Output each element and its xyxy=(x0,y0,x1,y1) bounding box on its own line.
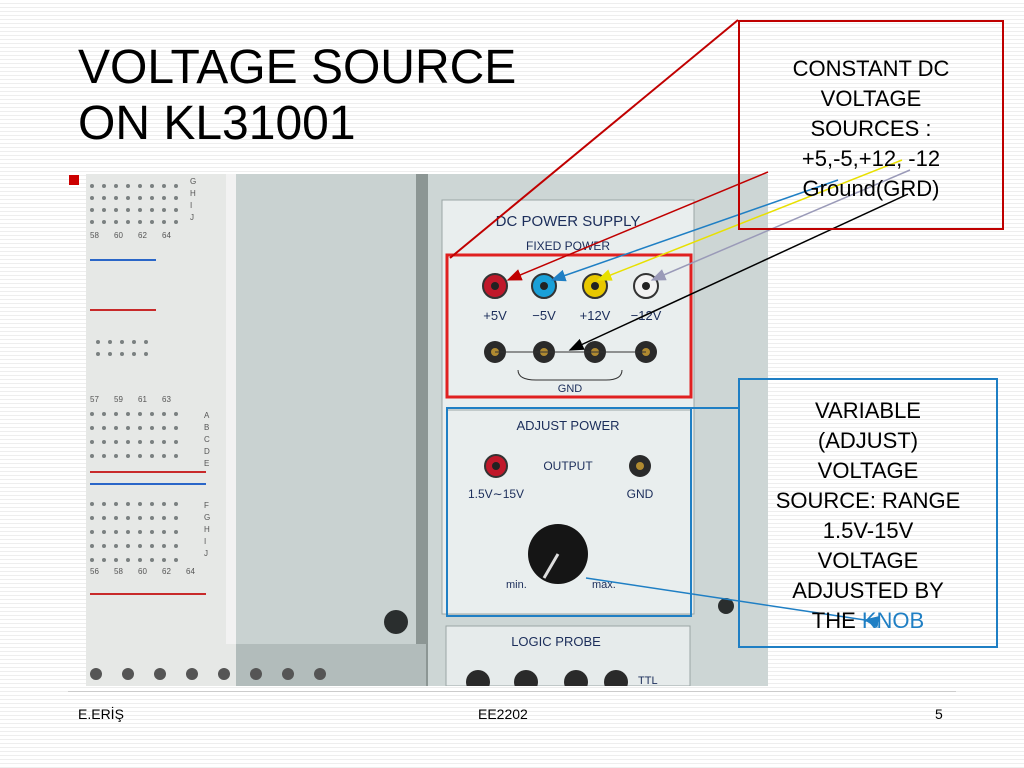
breadboard-number-58b: 58 xyxy=(114,567,123,576)
breadboard-letter-j2: J xyxy=(204,549,208,558)
adjust-gnd-label: GND xyxy=(627,487,654,501)
breadboard-number-64: 64 xyxy=(162,231,171,240)
breadboard-letter-i: I xyxy=(190,201,192,210)
breadboard-number-63: 63 xyxy=(162,395,171,404)
constant-dc-callout: CONSTANT DC VOLTAGE SOURCES : +5,-5,+12,… xyxy=(738,20,1004,230)
breadboard-number-60: 60 xyxy=(114,231,123,240)
ttl-label: TTL xyxy=(638,675,658,686)
breadboard-letter-d: D xyxy=(204,447,210,456)
callout-dc-line-4: +5,-5,+12, -12 xyxy=(801,146,941,171)
breadboard-letter-g2: G xyxy=(204,513,210,522)
callout-var-line-1: VARIABLE xyxy=(815,398,921,423)
dc-power-supply-label: DC POWER SUPPLY xyxy=(496,213,641,230)
breadboard-letter-i2: I xyxy=(204,537,206,546)
callout-var-line-7: ADJUSTED BY xyxy=(792,578,944,603)
terminal-label-minus12v: −12V xyxy=(631,308,662,323)
breadboard-number-57: 57 xyxy=(90,395,99,404)
breadboard-number-56: 56 xyxy=(90,567,99,576)
output-label: OUTPUT xyxy=(543,459,593,473)
breadboard-letter-h: H xyxy=(190,189,196,198)
callout-dc-line-2: VOLTAGE xyxy=(820,86,922,111)
terminal-label-minus5v: −5V xyxy=(532,308,556,323)
breadboard-letter-j: J xyxy=(190,213,194,222)
breadboard-letter-e: E xyxy=(204,459,209,468)
breadboard-letter-f: F xyxy=(204,501,209,510)
knob-min-label: min. xyxy=(506,579,527,591)
footer-divider xyxy=(68,691,956,692)
callout-var-line-6: VOLTAGE xyxy=(817,548,919,573)
slide-title-line-2: ON KL31001 xyxy=(78,97,356,150)
breadboard-number-62: 62 xyxy=(138,231,147,240)
callout-var-line-3: VOLTAGE xyxy=(817,458,919,483)
terminal-label-plus5v: +5V xyxy=(483,308,507,323)
breadboard-letter-c: C xyxy=(204,435,210,444)
callout-var-line-2: (ADJUST) xyxy=(817,428,919,453)
callout-var-line-5: 1.5V-15V xyxy=(822,518,914,543)
breadboard-number-58: 58 xyxy=(90,231,99,240)
footer-course: EE2202 xyxy=(478,706,528,722)
breadboard-letter-h2: H xyxy=(204,525,210,534)
breadboard-letter-a: A xyxy=(204,411,210,420)
callout-var-line-4: SOURCE: RANGE xyxy=(775,488,961,513)
fixed-power-label: FIXED POWER xyxy=(526,239,610,253)
range-label: 1.5V∼15V xyxy=(468,487,524,501)
gnd-label: GND xyxy=(558,383,583,395)
callout-var-knob-word: KNOB xyxy=(861,608,925,633)
callout-dc-line-3: SOURCES : xyxy=(810,116,932,141)
breadboard-number-64b: 64 xyxy=(186,567,195,576)
callout-dc-line-5: Ground(GRD) xyxy=(802,176,940,201)
breadboard-number-61: 61 xyxy=(138,395,147,404)
callout-dc-line-1: CONSTANT DC xyxy=(792,56,950,81)
terminal-label-plus12v: +12V xyxy=(580,308,611,323)
callout-var-the: THE xyxy=(811,608,862,633)
adjust-power-label: ADJUST POWER xyxy=(516,418,619,433)
logic-probe-label: LOGIC PROBE xyxy=(511,634,601,649)
breadboard-letter-g: G xyxy=(190,177,196,186)
breadboard-number-60b: 60 xyxy=(138,567,147,576)
bullet-marker xyxy=(69,175,79,185)
callout-var-line-8: THE KNOB xyxy=(740,606,996,636)
slide-title: VOLTAGE SOURCE ON KL31001 xyxy=(78,40,516,152)
slide-title-line-1: VOLTAGE SOURCE xyxy=(78,41,517,94)
breadboard-number-62b: 62 xyxy=(162,567,171,576)
footer-page-number: 5 xyxy=(935,706,943,722)
breadboard-letter-b: B xyxy=(204,423,209,432)
footer-author: E.ERİŞ xyxy=(78,706,124,722)
variable-source-callout: VARIABLE (ADJUST) VOLTAGE SOURCE: RANGE … xyxy=(738,378,998,648)
power-supply-photo: 58 60 62 64 57 59 61 63 56 58 60 62 64 G… xyxy=(86,174,768,686)
breadboard-number-59: 59 xyxy=(114,395,123,404)
knob-max-label: max. xyxy=(592,579,616,591)
